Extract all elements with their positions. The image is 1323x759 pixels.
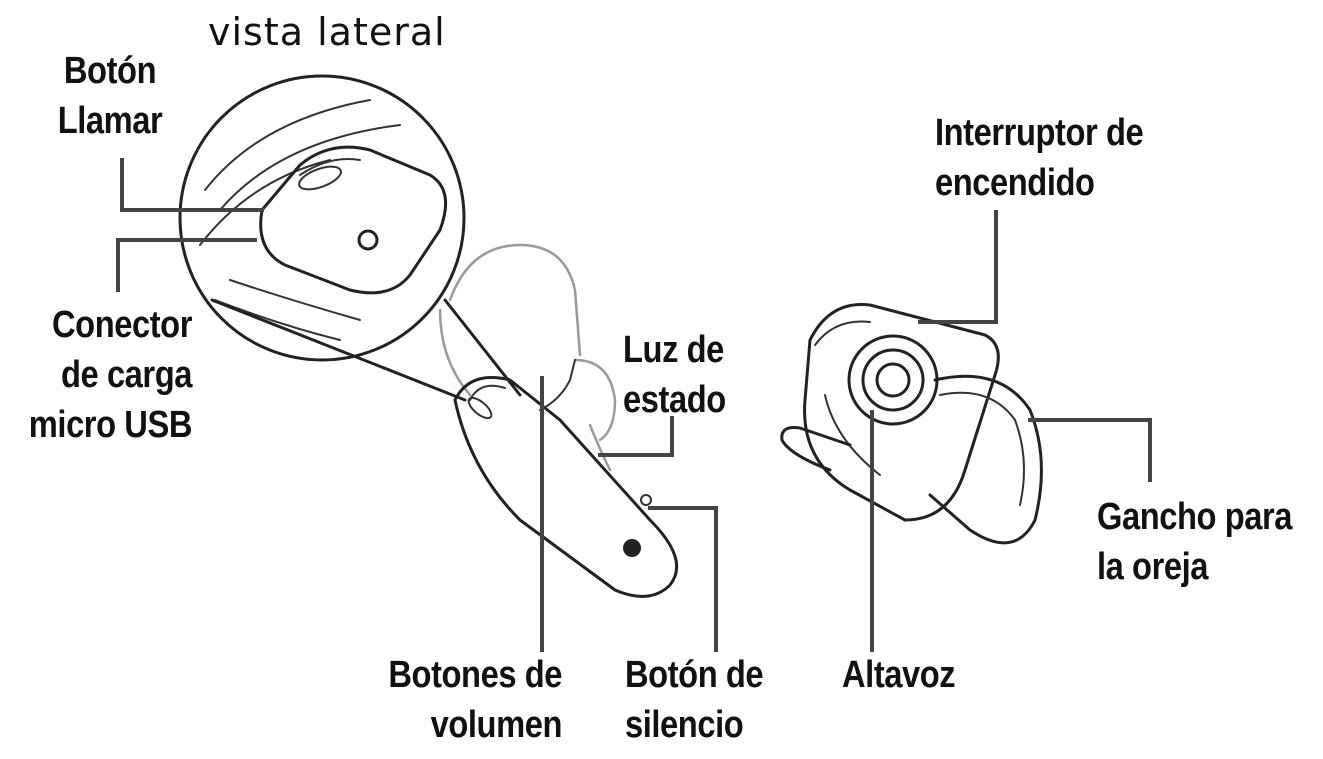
label-volume-buttons: Botones de volumen [371, 650, 562, 750]
label-mute-button-line-1: Botón de [625, 654, 764, 696]
label-power-switch-line-1: Interruptor de [935, 112, 1144, 154]
label-status-light: Luz de estado [623, 325, 726, 425]
label-usb-connector: Conector de carga micro USB [27, 300, 193, 450]
label-call-button-line-1: Botón [63, 50, 157, 92]
headset-right-body [780, 302, 1043, 545]
label-status-light-line-1: Luz de [623, 329, 724, 371]
label-speaker-line-1: Altavoz [842, 654, 956, 696]
label-ear-hook-line-2: la oreja [1097, 546, 1209, 588]
label-usb-connector-line-3: micro USB [28, 404, 193, 446]
label-mute-button-line-2: silencio [625, 704, 744, 746]
side-view-inset [178, 74, 522, 402]
label-call-button: Botón Llamar [33, 46, 188, 146]
label-call-button-line-2: Llamar [57, 100, 163, 142]
label-usb-connector-line-2: de carga [61, 354, 192, 396]
headset-left-body [438, 243, 679, 598]
label-speaker: Altavoz [842, 650, 956, 700]
diagram-title: vista lateral [208, 10, 446, 54]
label-mute-button: Botón de silencio [625, 650, 764, 750]
label-usb-connector-line-1: Conector [51, 304, 192, 346]
label-volume-buttons-line-2: volumen [430, 704, 563, 746]
label-power-switch: Interruptor de encendido [935, 108, 1144, 208]
label-power-switch-line-2: encendido [935, 162, 1095, 204]
label-ear-hook-line-1: Gancho para [1097, 496, 1293, 538]
leader-lines [116, 158, 1152, 652]
label-ear-hook: Gancho para la oreja [1097, 492, 1292, 592]
label-volume-buttons-line-1: Botones de [388, 654, 562, 696]
label-status-light-line-2: estado [623, 379, 726, 421]
